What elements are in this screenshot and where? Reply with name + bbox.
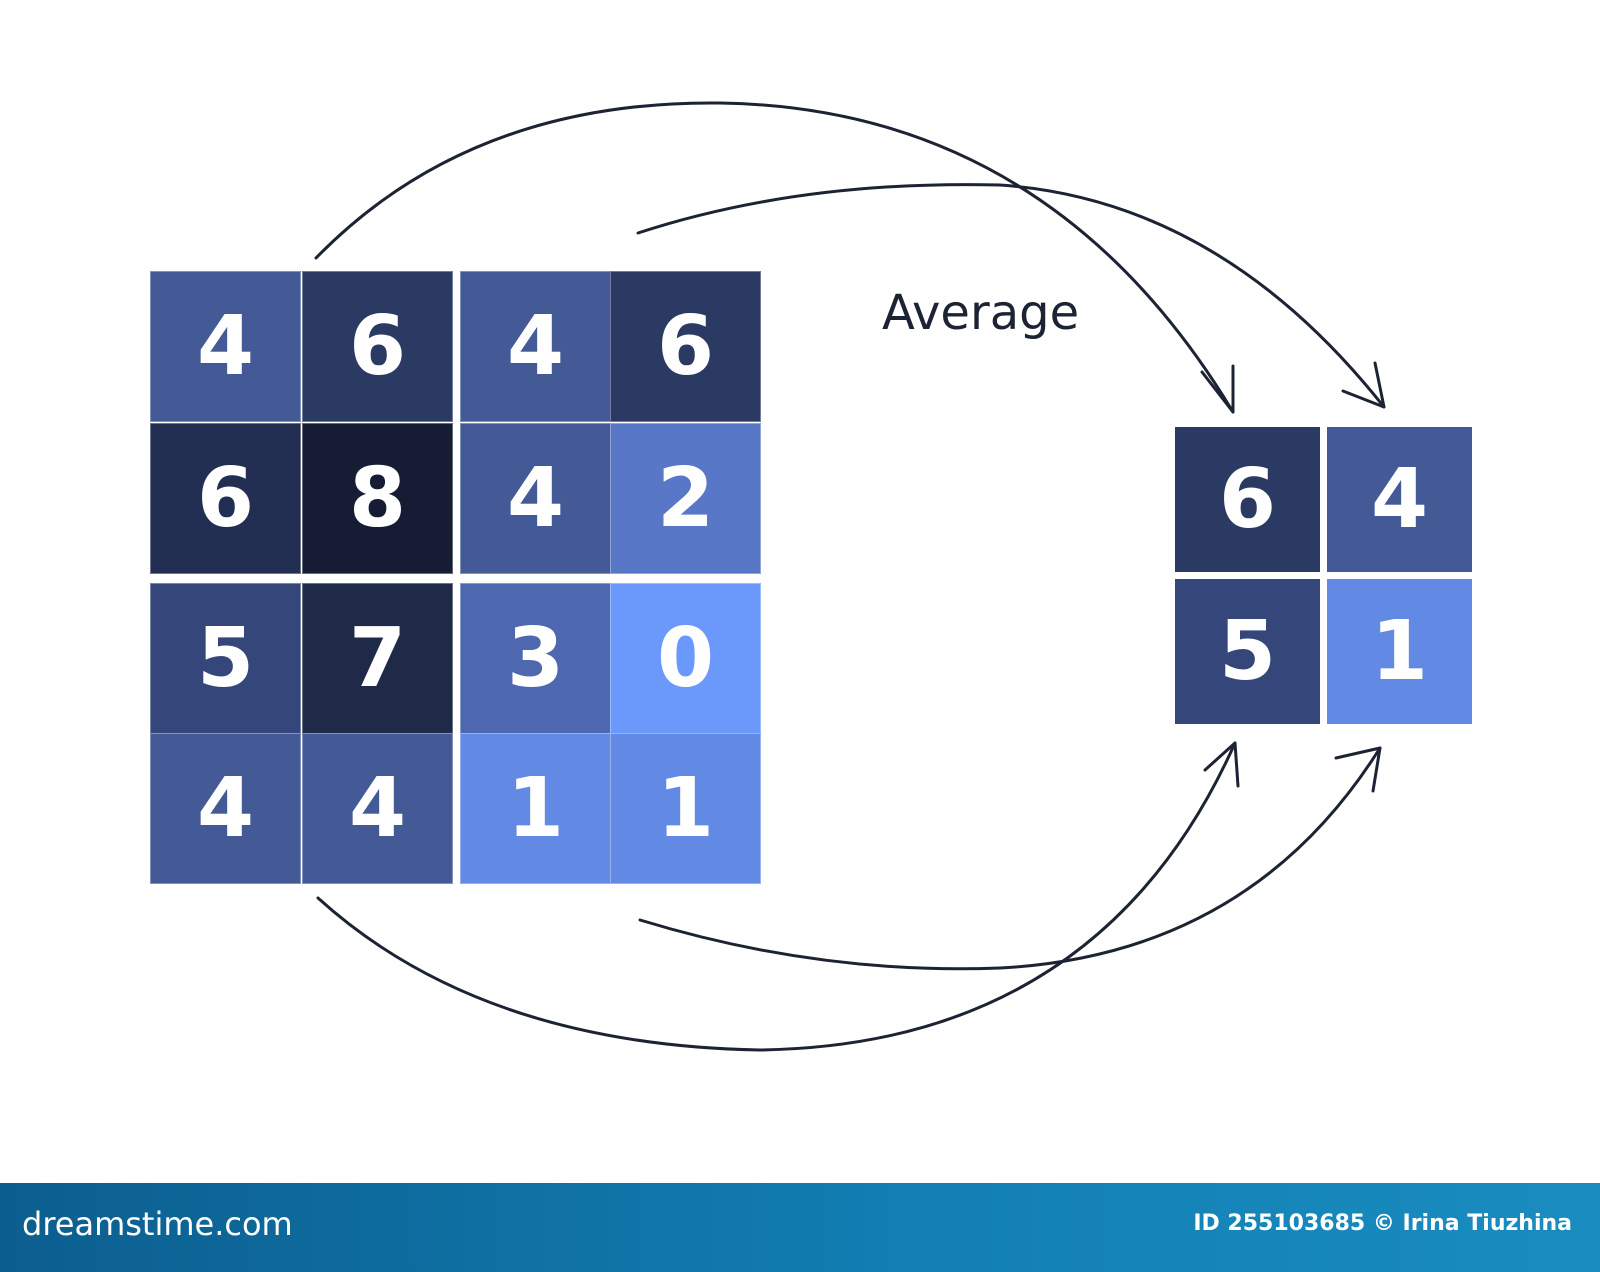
arrowhead-top-right [1341,361,1386,409]
output-cell: 1 [1327,579,1472,724]
footer-credit: ID 255103685 © Irina Tiuzhina [1193,1211,1572,1236]
input-cell: 4 [150,271,301,422]
input-cell: 4 [150,733,301,884]
output-cell: 6 [1175,427,1320,572]
input-cell: 1 [460,733,611,884]
arrowhead-bottom-left [1203,741,1240,788]
input-cell: 6 [302,271,453,422]
input-cell: 4 [302,733,453,884]
input-cell: 2 [610,423,761,574]
input-cell: 1 [610,733,761,884]
arrow-bottom-left [316,741,1237,1052]
output-cell: 4 [1327,427,1472,572]
footer-bar: dreamstime.com ID 255103685 © Irina Tiuz… [0,1183,1600,1272]
input-cell: 6 [610,271,761,422]
input-cell: 7 [302,583,453,734]
arrowhead-bottom-right [1334,746,1382,793]
output-cell: 5 [1175,579,1320,724]
input-cell: 4 [460,271,611,422]
input-cell: 3 [460,583,611,734]
input-cell: 4 [460,423,611,574]
input-cell: 8 [302,423,453,574]
arrow-top-left [314,101,1235,414]
input-cell: 6 [150,423,301,574]
operation-label: Average [882,285,1080,341]
footer-brand[interactable]: dreamstime.com [22,1205,293,1243]
input-cell: 0 [610,583,761,734]
input-cell: 5 [150,583,301,734]
arrowhead-top-left [1200,364,1235,414]
